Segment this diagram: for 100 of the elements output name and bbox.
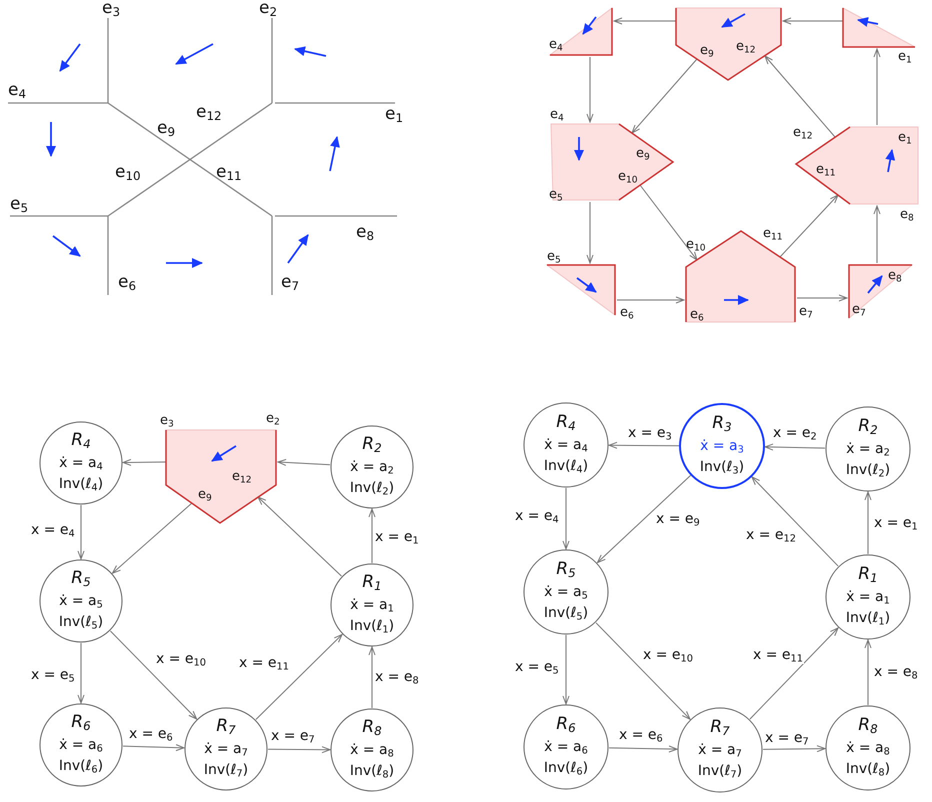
boundary-label: e$_{12}$: [793, 126, 813, 142]
invariant-label: Inv(ℓ$_{2}$): [350, 481, 394, 498]
boundary-label: e$_{6}$: [620, 306, 634, 322]
guard-label: x = e$_{11}$: [238, 656, 290, 672]
state-name: R$_{6}$: [556, 716, 576, 736]
boundary-label: e$_{6}$: [118, 274, 136, 293]
boundary-label: e$_{4}$: [549, 38, 563, 54]
arrow: [616, 296, 684, 304]
arrow: [762, 745, 826, 752]
guard-label: x = e$_{10}$: [155, 652, 207, 668]
arrow: [586, 56, 594, 122]
flow-equation: ẋ = a$_{6}$: [59, 738, 103, 754]
invariant-label: Inv(ℓ$_{7}$): [204, 763, 248, 780]
boundary-label: e$_{11}$: [816, 163, 836, 178]
boundary-label: e$_{11}$: [763, 227, 783, 242]
arrow: [562, 488, 570, 550]
arrow: [608, 442, 680, 449]
boundary-label: e$_{2}$: [259, 0, 278, 19]
arrow: [78, 642, 84, 704]
guard-label: x = e$_{12}$: [745, 528, 797, 544]
flow-equation: ẋ = a$_{1}$: [350, 598, 394, 614]
invariant-label: Inv(ℓ$_{2}$): [846, 463, 890, 480]
flow-equation: ẋ = a$_{7}$: [698, 743, 742, 760]
arrow: [764, 444, 826, 451]
boundary-label: e$_{12}$: [196, 104, 222, 123]
flow-equation: ẋ = a$_{2}$: [846, 442, 890, 458]
flow-equation: ẋ = a$_{2}$: [350, 460, 394, 476]
flow-equation: ẋ = a$_{3}$: [700, 439, 744, 456]
arrow: [122, 458, 166, 466]
flow-equation: ẋ = a$_{7}$: [204, 742, 248, 758]
guard-label: x = e$_{5}$: [30, 668, 76, 684]
arrow: [278, 458, 331, 466]
boundary-label: e$_{9}$: [636, 147, 650, 162]
state-name: R$_{3}$: [712, 415, 732, 434]
boundary-label: e$_{5}$: [547, 250, 561, 266]
arrow: [368, 508, 376, 564]
invariant-label: Inv(ℓ$_{3}$): [700, 460, 744, 477]
boundary-label: e$_{11}$: [216, 164, 242, 183]
arrow: [562, 634, 570, 704]
arrow: [596, 622, 690, 720]
boundary-label: e$_{10}$: [686, 238, 706, 254]
state-name: R$_{1}$: [858, 566, 878, 586]
arrow: [780, 194, 838, 258]
arrow: [112, 502, 192, 574]
boundary-label: e$_{9}$: [198, 488, 212, 504]
arrow: [586, 202, 594, 264]
invariant-label: Inv(ℓ$_{5}$): [58, 615, 104, 632]
guard-label: x = e$_{2}$: [772, 426, 818, 442]
flow-equation: ẋ = a$_{8}$: [350, 743, 394, 760]
flow-equation: ẋ = a$_{4}$: [59, 456, 103, 472]
state-name: R$_{4}$: [556, 414, 576, 434]
arrow: [874, 48, 880, 126]
state-name: R$_{7}$: [216, 718, 236, 738]
flow-equation: ẋ = a$_{8}$: [846, 741, 890, 758]
guard-label: x = e$_{3}$: [627, 426, 673, 442]
arrow: [614, 18, 676, 24]
guard-label: x = e$_{10}$: [642, 648, 694, 664]
guard-label: x = e$_{5}$: [514, 660, 560, 676]
guard-label: x = e$_{6}$: [618, 728, 664, 744]
boundary-label: e$_{7}$: [852, 303, 866, 318]
arrow: [632, 58, 698, 134]
invariant-label: Inv(ℓ$_{4}$): [58, 477, 104, 494]
state-name: R$_{8}$: [858, 717, 878, 736]
flow-equation: ẋ = a$_{4}$: [544, 438, 588, 454]
boundary-label: e$_{6}$: [690, 308, 704, 324]
guard-label: x = e$_{4}$: [514, 509, 560, 526]
arrow: [751, 476, 839, 567]
state-name: R$_{2}$: [858, 418, 878, 438]
arrow: [110, 630, 198, 720]
boundary-label: e$_{2}$: [266, 412, 280, 428]
boundary-label: e$_{9}$: [157, 120, 176, 139]
state-name: R$_{4}$: [71, 432, 91, 452]
boundary-label: e$_{12}$: [736, 40, 756, 56]
boundary-label: e$_{12}$: [232, 470, 252, 486]
arrow: [864, 640, 872, 706]
invariant-label: Inv(ℓ$_{1}$): [846, 611, 890, 628]
guard-label: x = e$_{8}$: [873, 665, 919, 682]
arrow: [782, 18, 844, 24]
guard-label: x = e$_{1}$: [374, 530, 420, 546]
state-name: R$_{6}$: [71, 714, 91, 734]
invariant-label: Inv(ℓ$_{6}$): [58, 759, 104, 776]
state-name: R$_{1}$: [362, 574, 382, 594]
arrow: [258, 496, 342, 577]
boundary-label: e$_{4}$: [8, 82, 26, 101]
guard-label: x = e$_{6}$: [128, 727, 174, 744]
state-name: R$_{5}$: [556, 561, 576, 580]
boundary-label: e$_{1}$: [898, 50, 912, 66]
boundary-label: e$_{8}$: [888, 269, 902, 284]
boundary-label: e$_{10}$: [115, 164, 141, 183]
arrow: [268, 746, 330, 754]
boundary-label: e$_{4}$: [550, 108, 564, 124]
flow-equation: ẋ = a$_{5}$: [544, 585, 588, 602]
guard-label: x = e$_{11}$: [752, 648, 804, 664]
guard-label: x = e$_{1}$: [873, 516, 919, 532]
boundary-label: e$_{9}$: [700, 44, 714, 60]
invariant-label: Inv(ℓ$_{8}$): [350, 764, 394, 781]
flow-equation: ẋ = a$_{5}$: [59, 594, 103, 610]
arrow: [864, 492, 872, 554]
boundary-label: e$_{1}$: [385, 106, 404, 125]
guard-label: x = e$_{9}$: [655, 512, 701, 528]
